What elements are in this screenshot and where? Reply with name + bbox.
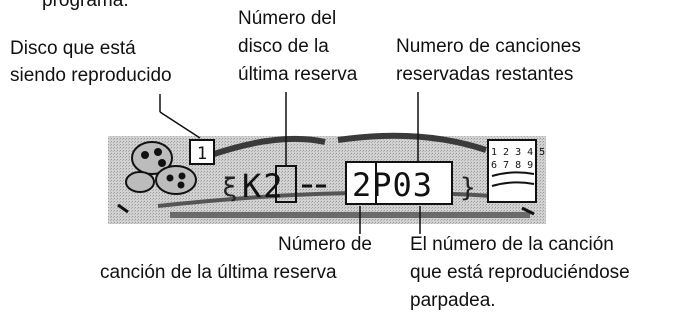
panel-left-tick (117, 203, 129, 214)
label-remaining-songs-line2: reservadas restantes (396, 64, 574, 85)
disc-carousel-icon (125, 141, 197, 195)
label-song-blinks-line2: que está reproduciéndose (410, 262, 630, 283)
panel-right-tick (521, 206, 535, 216)
label-last-reserve-disc-line2: disco de la (238, 36, 329, 57)
number-grid-box (487, 139, 537, 203)
label-disc-playing-line1: Disco que está (10, 38, 136, 59)
level-meter (170, 212, 530, 218)
top-right-arc (337, 132, 487, 153)
label-disc-playing-line2: siendo reproducido (10, 65, 172, 86)
right-segment: 2P03 (352, 166, 433, 204)
disc-number-box (189, 139, 215, 165)
right-segment-box (345, 161, 453, 205)
number-grid-row2: 6 7 8 9 (491, 160, 533, 171)
label-song-blinks-line3: parpadea. (410, 290, 496, 311)
label-last-reserve-song-line1: Número de (278, 234, 372, 255)
label-remaining-songs-line1: Numero de canciones (396, 36, 581, 57)
number-grid-row1: 1 2 3 4 5 (491, 147, 545, 158)
disc-number: 1 (197, 144, 207, 164)
right-segment-divider (375, 162, 377, 204)
left-segment: K2 (242, 167, 285, 205)
callout-disc-playing-2 (159, 111, 201, 139)
left-bracket-icon: ξ (222, 173, 238, 203)
right-bracket-icon: } (460, 173, 476, 203)
grid-curve-1 (491, 171, 535, 177)
grid-curve-2 (491, 181, 535, 187)
label-last-reserve-disc-line3: última reserva (238, 64, 358, 85)
label-song-blinks-line1: El número de la canción (410, 234, 614, 255)
label-top-cut: programa. (42, 0, 129, 11)
label-last-reserve-disc-line1: Número del (238, 8, 337, 29)
top-left-arc (213, 135, 326, 157)
label-last-reserve-song-line2: canción de la última reserva (100, 262, 337, 283)
